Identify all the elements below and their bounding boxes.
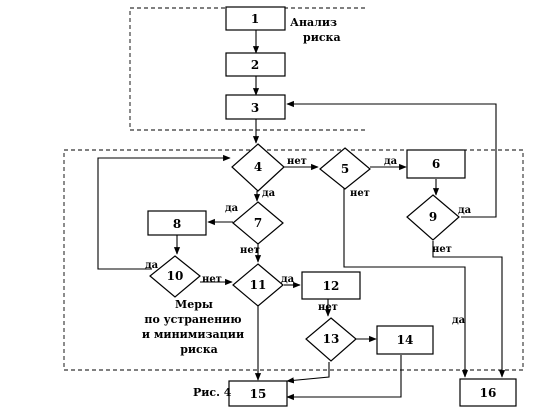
svg-text:и минимизации: и минимизации: [142, 328, 244, 341]
svg-text:да: да: [452, 315, 466, 326]
block-1: 1: [225, 6, 286, 31]
svg-text:да: да: [281, 274, 295, 285]
svg-text:4: 4: [254, 160, 262, 174]
svg-text:риска: риска: [180, 343, 218, 356]
svg-text:да: да: [458, 205, 472, 216]
block-8: 8: [147, 210, 207, 236]
risk-analysis-region: [129, 7, 365, 131]
svg-text:нет: нет: [202, 274, 222, 285]
svg-text:5: 5: [341, 162, 349, 176]
svg-text:по устранению: по устранению: [144, 313, 241, 326]
figure-caption: Рис. 4: [193, 386, 232, 399]
block-12: 12: [301, 271, 361, 300]
svg-text:да: да: [384, 156, 398, 167]
svg-text:7: 7: [254, 216, 262, 230]
svg-text:8: 8: [173, 217, 181, 231]
svg-text:нет: нет: [318, 302, 338, 313]
block-15: 15: [228, 380, 288, 407]
decision-13: 13: [305, 317, 357, 362]
svg-text:риска: риска: [303, 31, 341, 44]
svg-text:13: 13: [323, 332, 340, 346]
svg-text:12: 12: [323, 279, 340, 293]
svg-text:2: 2: [251, 58, 259, 72]
svg-text:15: 15: [250, 387, 267, 401]
decision-9: 9: [406, 194, 460, 241]
svg-text:9: 9: [429, 210, 437, 224]
block-14: 14: [376, 325, 434, 355]
risk-analysis-label: Анализ риска: [290, 16, 341, 44]
measures-label: Меры по устранению и минимизации риска: [142, 298, 244, 356]
svg-text:Меры: Меры: [175, 298, 213, 311]
svg-text:нет: нет: [287, 156, 307, 167]
decision-11: 11: [232, 263, 284, 307]
svg-text:10: 10: [167, 269, 184, 283]
decision-5: 5: [319, 147, 371, 190]
decision-10: 10: [149, 255, 201, 298]
decision-7: 7: [232, 201, 284, 245]
svg-text:Анализ: Анализ: [290, 16, 337, 29]
svg-text:11: 11: [250, 278, 267, 292]
connectors: [97, 30, 506, 401]
block-16: 16: [459, 378, 517, 407]
svg-text:14: 14: [397, 333, 414, 347]
block-2: 2: [225, 52, 286, 77]
edge-labels: нет да нет да да да нет нет да нет да не…: [145, 156, 472, 326]
svg-text:16: 16: [480, 386, 497, 400]
svg-text:да: да: [262, 188, 276, 199]
block-3: 3: [225, 94, 286, 120]
svg-text:3: 3: [251, 101, 259, 115]
svg-text:да: да: [225, 203, 239, 214]
svg-text:нет: нет: [432, 244, 452, 255]
decision-4: 4: [231, 143, 285, 192]
block-6: 6: [406, 149, 466, 179]
measures-region: [63, 149, 524, 371]
svg-text:да: да: [145, 260, 159, 271]
svg-text:1: 1: [251, 12, 259, 26]
svg-text:6: 6: [432, 157, 440, 171]
svg-text:нет: нет: [350, 188, 370, 199]
svg-text:нет: нет: [240, 245, 260, 256]
